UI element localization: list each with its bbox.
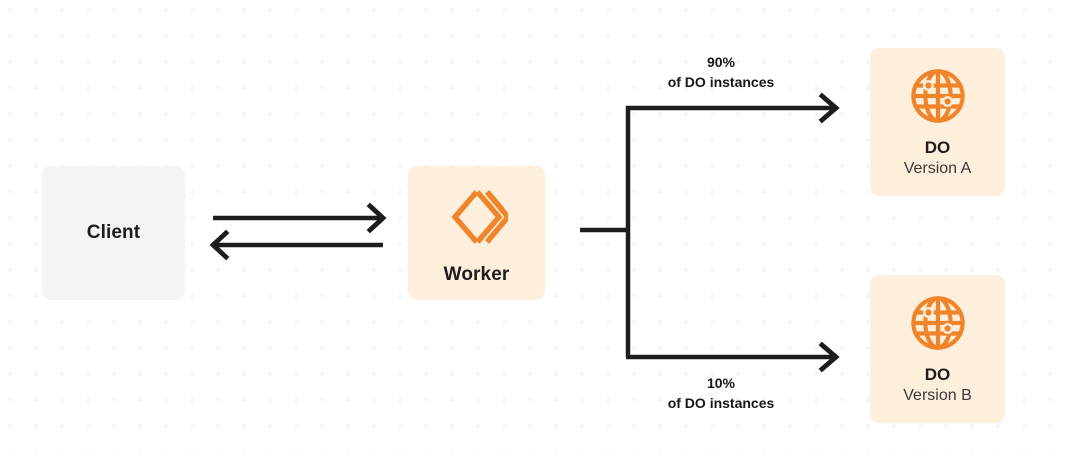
node-do-version-a: DO Version A (870, 48, 1005, 196)
arrowhead-to-client (209, 229, 230, 261)
edge-label-do-b-percent: 10% (706, 375, 736, 391)
node-do-version-b-sublabel: Version B (903, 387, 972, 405)
node-client-label: Client (86, 221, 141, 243)
durable-object-globe-icon (910, 68, 966, 124)
node-do-version-a-sublabel: Version A (903, 160, 972, 178)
edge-label-do-b: 10% of DO instances (638, 373, 804, 414)
node-do-version-b-label: DO (924, 364, 951, 384)
edge-label-do-a-caption: of DO instances (667, 74, 775, 91)
arrowhead-to-do-a (818, 92, 840, 124)
node-worker: Worker (408, 166, 545, 300)
durable-object-globe-icon (910, 295, 966, 351)
cloudflare-workers-icon (446, 186, 512, 248)
edge-label-do-a-percent: 90% (706, 54, 736, 70)
node-worker-label: Worker (443, 263, 510, 285)
arrowhead-to-worker (366, 202, 387, 234)
edge-label-do-a: 90% of DO instances (638, 52, 804, 93)
node-do-version-b: DO Version B (870, 275, 1005, 423)
edge-label-do-b-caption: of DO instances (667, 395, 775, 412)
arrowhead-to-do-b (818, 341, 840, 373)
node-do-version-a-label: DO (924, 137, 951, 157)
node-client: Client (42, 166, 185, 300)
